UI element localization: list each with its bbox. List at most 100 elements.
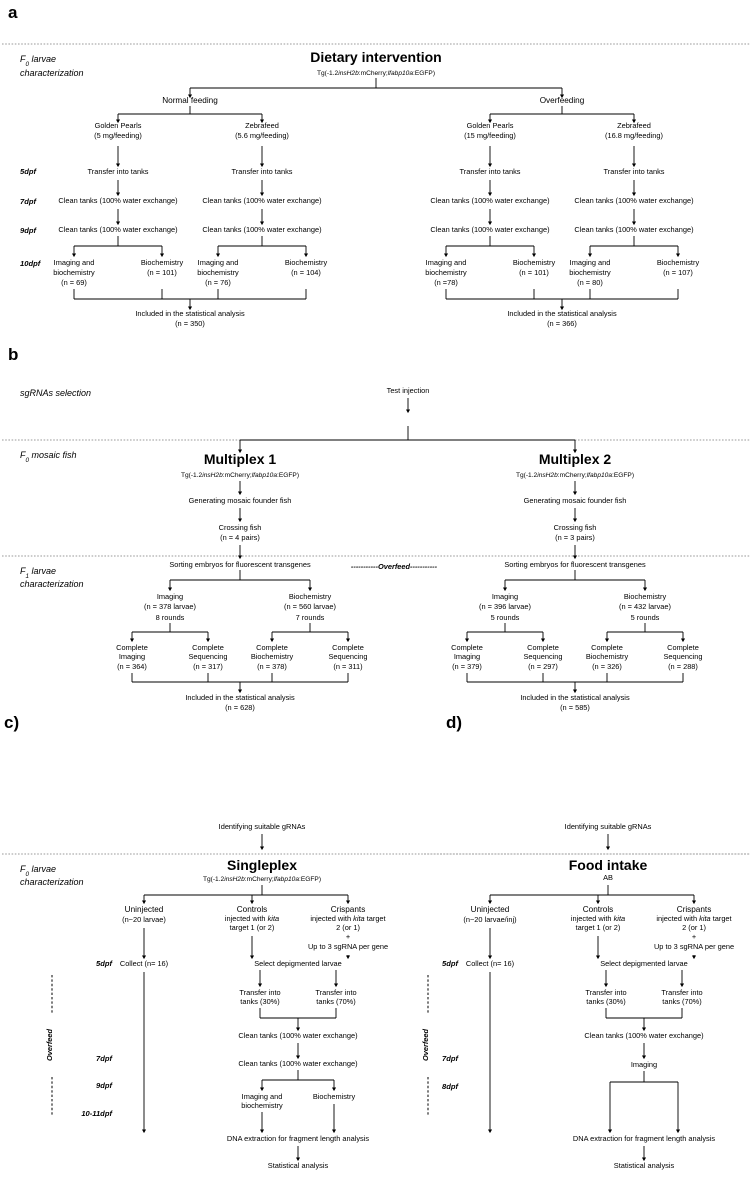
panel-b-crossing-0: Crossing fish [219, 523, 262, 532]
panel-b-child-l2-0-0-1: Sequencing [188, 652, 227, 661]
panel-c-transfer30-l2: tanks (30%) [240, 997, 279, 1006]
panel-c-dna-extraction: DNA extraction for fragment length analy… [227, 1134, 369, 1143]
panel-a-outcome-l2-1-1-0: biochemistry [569, 268, 611, 277]
panel-b-arm-rounds-0-1: 7 rounds [296, 613, 325, 622]
panel-c-outcome-left-l1: Imaging and [242, 1092, 283, 1101]
panel-c-transfer30-l1: Transfer into [239, 988, 280, 997]
panel-b-test-injection: Test injection [387, 386, 430, 395]
panel-d-group-sub-0: (n~20 larvae/inj) [463, 915, 516, 924]
panel-b-child-l1-1-0-1: Complete [527, 643, 559, 652]
panel-c-group-line1-1: injected with kita [225, 914, 279, 923]
panel-c-group-sub-0: (n~20 larvae) [122, 915, 166, 924]
panel-b-sorting-0: Sorting embryos for fluorescent transgen… [169, 560, 311, 569]
panel-b-arm-label-0-0: Imaging [157, 592, 183, 601]
panel-b-child-l2-1-1-0: Biochemistry [586, 652, 629, 661]
panel-b-child-l1-1-0-0: Complete [451, 643, 483, 652]
panel-d-group-line2-1: target 1 (or 2) [576, 923, 621, 932]
panel-a-transfer-0-0: Transfer into tanks [88, 167, 149, 176]
panel-c-stage-label: F0 larvae [20, 864, 56, 878]
panel-c-clean2: Clean tanks (100% water exchange) [238, 1059, 357, 1068]
panel-d-transfer70-l1: Transfer into [661, 988, 702, 997]
panel-b-total-0: (n = 628) [225, 703, 255, 712]
panel-d-imaging: Imaging [631, 1060, 657, 1069]
panel-c-clean1: Clean tanks (100% water exchange) [238, 1031, 357, 1040]
panel-b-child-n-0-0-0: (n = 364) [117, 662, 147, 671]
panel-d-group-line1-2: injected with kita target [656, 914, 731, 923]
panel-b-stage-f1: F1 larvae [20, 566, 56, 580]
panel-a-outcome-l1-1-1-0: Imaging and [570, 258, 611, 267]
panel-b-founder-1: Generating mosaic founder fish [524, 496, 627, 505]
panel-d-transfer70-l2: tanks (70%) [662, 997, 701, 1006]
panel-d-plus: + [692, 932, 696, 941]
panel-a-title: Dietary intervention [310, 49, 441, 65]
panel-letter-b: b [8, 345, 18, 364]
panel-b-crossing-n-1: (n = 3 pairs) [555, 533, 595, 542]
panel-a-outcome-n-0-1-0: (n = 76) [205, 278, 231, 287]
panel-a-outcome-n-1-1-1: (n = 107) [663, 268, 693, 277]
panel-a-diet-dose-0-0: (5 mg/feeding) [94, 131, 142, 140]
panel-a-transfer-0-1: Transfer into tanks [232, 167, 293, 176]
panel-a-outcome-n-0-1-1: (n = 104) [291, 268, 321, 277]
panel-b-child-l1-0-1-0: Complete [256, 643, 288, 652]
panel-a-diet-dose-0-1: (5.6 mg/feeding) [235, 131, 289, 140]
panel-a-outcome-l1-1-0-1: Biochemistry [513, 258, 556, 267]
panel-b-founder-0: Generating mosaic founder fish [189, 496, 292, 505]
panel-b-child-l2-1-0-0: Imaging [454, 652, 480, 661]
panel-c-timepoint-0: 5dpf [96, 959, 114, 968]
panel-b-child-n-1-1-1: (n = 288) [668, 662, 698, 671]
panel-c-stage-label-line2: characterization [20, 877, 84, 887]
panel-b-arm-rounds-1-1: 5 rounds [631, 613, 660, 622]
panel-d-transfer30-l1: Transfer into [585, 988, 626, 997]
panel-b-stage-sgrna: sgRNAs selection [20, 388, 91, 398]
panel-a-outcome-n-1-0-0: (n =78) [434, 278, 458, 287]
panel-b-child-n-0-1-0: (n = 378) [257, 662, 287, 671]
panel-a-outcome-n-0-0-1: (n = 101) [147, 268, 177, 277]
panel-a-clean1-0-1: Clean tanks (100% water exchange) [202, 196, 321, 205]
panel-a-outcome-l2-0-0-0: biochemistry [53, 268, 95, 277]
panel-a-clean2-1-1: Clean tanks (100% water exchange) [574, 225, 693, 234]
panel-c-group-line2-2: 2 (or 1) [336, 923, 360, 932]
panel-a-diet-dose-1-0: (15 mg/feeding) [464, 131, 516, 140]
panel-d-select-depigmented: Select depigmented larvae [600, 959, 688, 968]
panel-b-stage-f0: F0 mosaic fish [20, 450, 77, 464]
panel-d-identifying: Identifying suitable gRNAs [565, 822, 652, 831]
panel-a-included-1: Included in the statistical analysis [507, 309, 617, 318]
panel-d-group-name-1: Controls [583, 905, 614, 914]
panel-c-up-to-3: Up to 3 sgRNA per gene [308, 942, 388, 951]
panel-b-sorting-1: Sorting embryos for fluorescent transgen… [504, 560, 646, 569]
panel-a-diet-name-1-0: Golden Pearls [467, 121, 514, 130]
panel-a-stage-label-line2: characterization [20, 68, 84, 78]
panel-a-outcome-l1-0-0-0: Imaging and [54, 258, 95, 267]
panel-b-arm-rounds-0-0: 8 rounds [156, 613, 185, 622]
panel-b-arm-label-1-0: Imaging [492, 592, 518, 601]
panel-b-child-l2-0-1-0: Biochemistry [251, 652, 294, 661]
panel-a-outcome-l2-0-1-0: biochemistry [197, 268, 239, 277]
panel-c-transgene: Tg(-1.2insH2b:mCherry;lfabp10a:EGFP) [203, 876, 321, 883]
panel-a-outcome-n-1-1-0: (n = 80) [577, 278, 603, 287]
panel-b-child-n-1-1-0: (n = 326) [592, 662, 622, 671]
panel-a-outcome-n-1-0-1: (n = 101) [519, 268, 549, 277]
panel-b-child-n-1-0-1: (n = 297) [528, 662, 558, 671]
panel-b-overfeed-label: -----------Overfeed----------- [351, 562, 438, 571]
panel-a-transfer-1-1: Transfer into tanks [604, 167, 665, 176]
panel-b-child-n-1-0-0: (n = 379) [452, 662, 482, 671]
panel-a-outcome-l1-1-1-1: Biochemistry [657, 258, 700, 267]
panel-b-child-l2-0-1-1: Sequencing [328, 652, 367, 661]
panel-c-title: Singleplex [227, 857, 297, 873]
panel-a-timepoint-1: 7dpf [20, 197, 38, 206]
panel-c-group-name-1: Controls [237, 905, 268, 914]
panel-c-identifying: Identifying suitable gRNAs [219, 822, 306, 831]
panel-a-included-0: Included in the statistical analysis [135, 309, 245, 318]
panel-b-arm-n-0-1: (n = 560 larvae) [284, 602, 336, 611]
panel-b-col-transgene-0: Tg(-1.2insH2b:mCherry;lfabp10a:EGFP) [181, 472, 299, 479]
panel-d-timepoint-2: 8dpf [442, 1082, 460, 1091]
panel-c-transfer70-l2: tanks (70%) [316, 997, 355, 1006]
panel-b-child-l1-0-0-0: Complete [116, 643, 148, 652]
panel-d-group-line1-1: injected with kita [571, 914, 625, 923]
panel-d-group-name-2: Crispants [677, 905, 712, 914]
panel-c-group-line2-1: target 1 (or 2) [230, 923, 275, 932]
panel-a-timepoint-3: 10dpf [20, 259, 42, 268]
panel-b-arm-n-0-0: (n = 378 larvae) [144, 602, 196, 611]
